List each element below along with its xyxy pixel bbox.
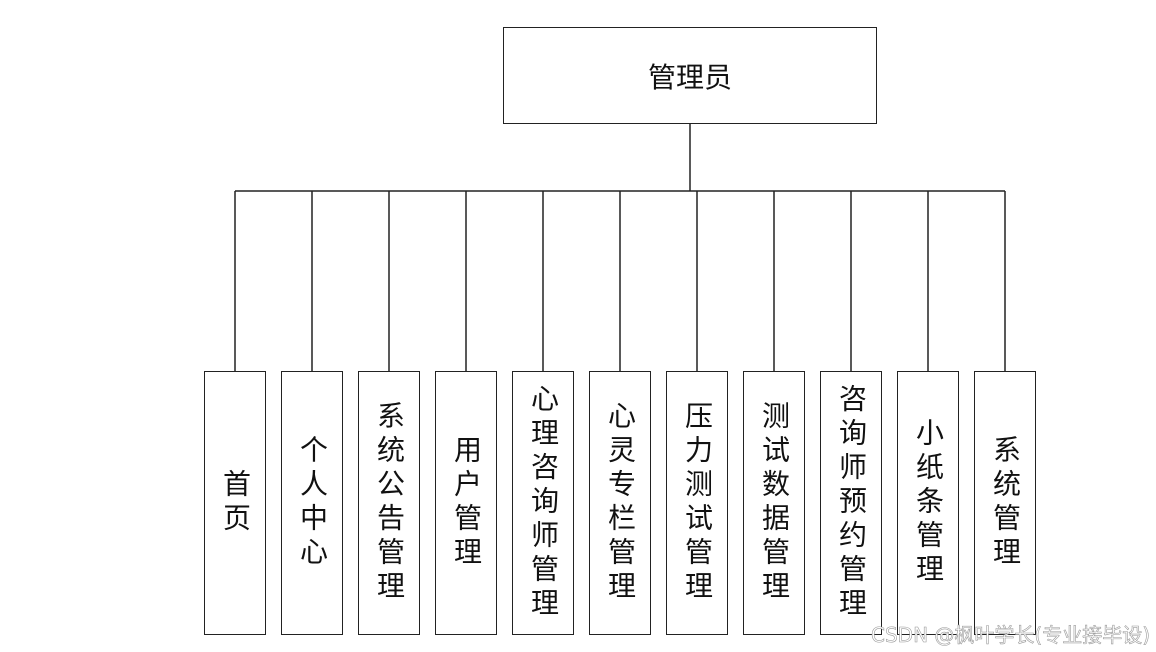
child-label: 小纸条管理 xyxy=(912,418,945,588)
child-label: 心灵专栏管理 xyxy=(604,401,637,605)
child-node-appointment-mgmt: 咨询师预约管理 xyxy=(820,371,882,635)
child-node-personal-center: 个人中心 xyxy=(281,371,343,635)
child-node-system-mgmt: 系统管理 xyxy=(974,371,1036,635)
child-label: 咨询师预约管理 xyxy=(835,384,868,622)
child-node-test-data-mgmt: 测试数据管理 xyxy=(743,371,805,635)
drop-lines xyxy=(234,191,1006,371)
child-node-note-mgmt: 小纸条管理 xyxy=(897,371,959,635)
root-node: 管理员 xyxy=(503,27,877,124)
child-label: 首页 xyxy=(219,469,252,537)
child-label: 系统公告管理 xyxy=(373,401,406,605)
child-label: 测试数据管理 xyxy=(758,401,791,605)
child-label: 压力测试管理 xyxy=(681,401,714,605)
child-node-user-mgmt: 用户管理 xyxy=(435,371,497,635)
root-label: 管理员 xyxy=(647,60,732,94)
child-node-announcement-mgmt: 系统公告管理 xyxy=(358,371,420,635)
child-label: 个人中心 xyxy=(296,435,329,571)
watermark-text: CSDN @枫叶学长(专业接毕设) xyxy=(871,623,1151,648)
child-label: 用户管理 xyxy=(450,435,483,571)
child-node-home: 首页 xyxy=(204,371,266,635)
child-label: 心理咨询师管理 xyxy=(527,384,560,622)
child-node-counselor-mgmt: 心理咨询师管理 xyxy=(512,371,574,635)
child-label: 系统管理 xyxy=(989,435,1022,571)
child-node-stress-test-mgmt: 压力测试管理 xyxy=(666,371,728,635)
child-node-column-mgmt: 心灵专栏管理 xyxy=(589,371,651,635)
